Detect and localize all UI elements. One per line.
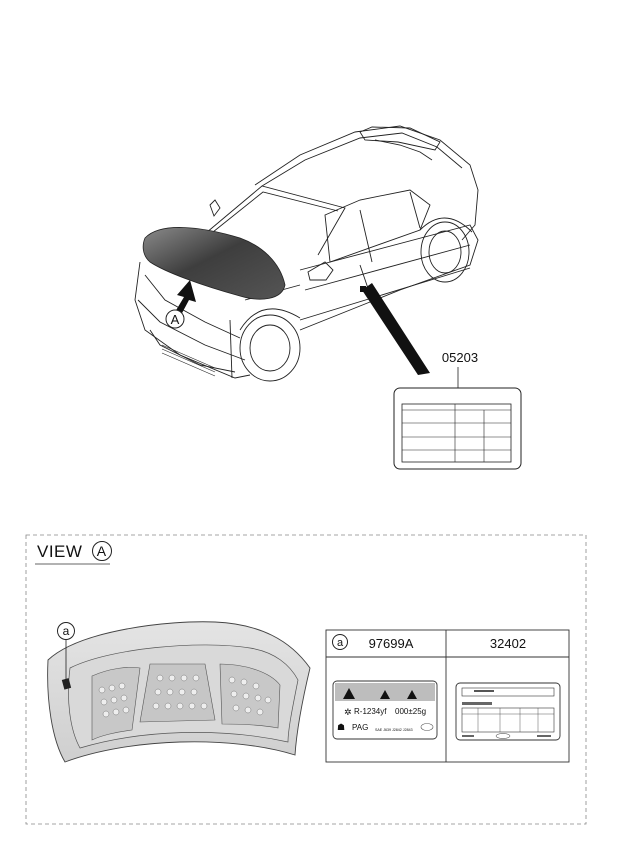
callout-a-marker: a: [63, 624, 70, 638]
leader-wedge: [362, 283, 430, 375]
oil-type: PAG: [352, 723, 368, 732]
view-a-marker-letter: A: [171, 312, 180, 327]
oil-can-icon: ☗: [337, 723, 345, 733]
table-callout-a: a: [337, 637, 344, 649]
label-32402-card: [455, 682, 561, 741]
flame-icon: [380, 690, 390, 699]
part-number-32402: 32402: [490, 636, 526, 651]
sae-small-print: SAE J639 J2842 J2843: [375, 728, 413, 732]
warning-triangle-icon: [343, 688, 355, 699]
parts-table: [325, 629, 570, 763]
view-a-title: VIEW A: [37, 541, 112, 562]
view-a-box: [25, 534, 587, 825]
view-prefix: VIEW: [37, 542, 83, 561]
refrigerant-label: ✲ R-1234yf 000±25g ☗ PAG SAE J639 J2842 …: [332, 680, 438, 740]
service-gear-icon: ✲: [344, 708, 352, 718]
part-number-97699a: 97699A: [369, 636, 414, 651]
refrigerant-type: R-1234yf: [354, 707, 387, 716]
view-a-marker: [165, 309, 185, 329]
hood-panel: [142, 227, 286, 300]
part-number-05203: 05203: [442, 350, 478, 365]
view-a-circle: A: [91, 541, 112, 561]
manual-icon: [407, 690, 417, 699]
refrigerant-charge: 000±25g: [395, 707, 426, 716]
hood-underside-illustration: [47, 621, 311, 763]
pointer-arrow: [175, 280, 196, 315]
vehicle-illustration: [134, 125, 479, 382]
body-label-card: [393, 387, 522, 470]
